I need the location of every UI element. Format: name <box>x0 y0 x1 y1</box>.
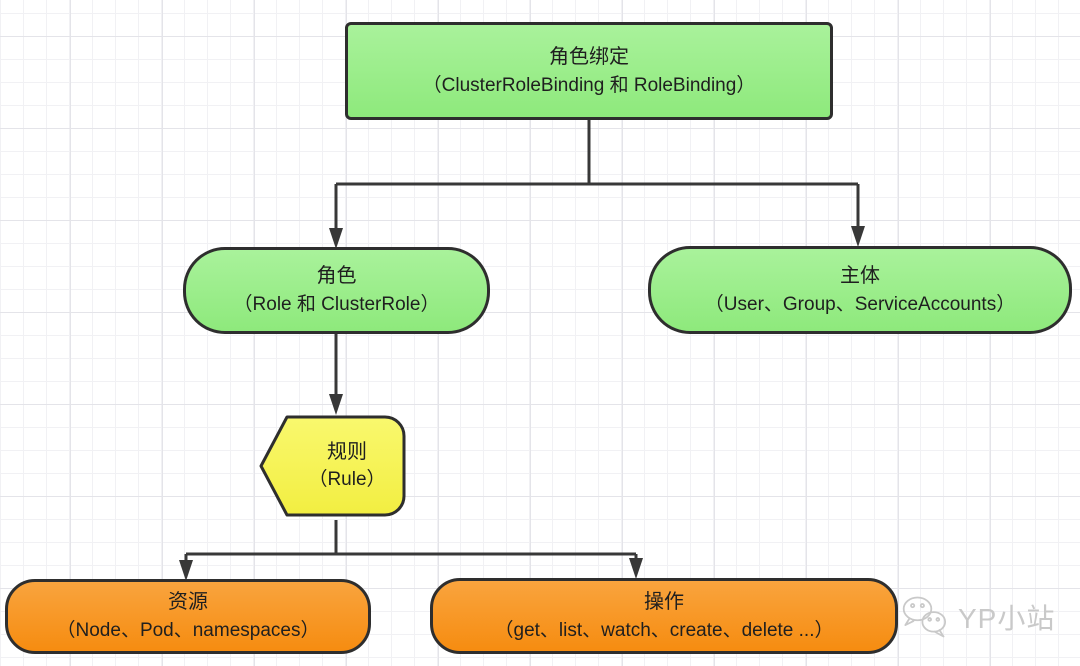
arrowhead-subject <box>851 226 865 247</box>
node-subject: 主体 （User、Group、ServiceAccounts） <box>648 246 1072 334</box>
node-role-binding: 角色绑定 （ClusterRoleBinding 和 RoleBinding） <box>345 22 833 120</box>
arrowhead-role <box>329 228 343 249</box>
node-title: 操作 <box>644 590 684 613</box>
watermark-label: YP小站 <box>958 603 1056 634</box>
arrowheads <box>179 226 865 581</box>
node-role: 角色 （Role 和 ClusterRole） <box>183 247 490 334</box>
node-subtitle: （User、Group、ServiceAccounts） <box>704 293 1016 315</box>
node-resource: 资源 （Node、Pod、namespaces） <box>5 579 371 654</box>
node-title: 角色 <box>316 265 357 287</box>
node-title: 角色绑定 <box>549 45 629 68</box>
rule-pentagon-shape <box>259 415 406 517</box>
arrowhead-resource <box>179 560 193 581</box>
node-rule: 规则 （Rule） <box>257 411 411 521</box>
node-verbs: 操作 （get、list、watch、create、delete ...） <box>430 578 898 654</box>
node-subtitle: （Role 和 ClusterRole） <box>233 294 440 315</box>
arrowhead-verbs <box>629 558 643 579</box>
watermark: YP小站 <box>898 595 1055 639</box>
node-title: 规则 <box>327 441 367 463</box>
node-title: 资源 <box>168 591 208 613</box>
node-subtitle: （Rule） <box>308 469 386 490</box>
node-title: 主体 <box>840 264 880 287</box>
node-subtitle: （Node、Pod、namespaces） <box>56 620 320 641</box>
edge-lines <box>184 120 860 562</box>
arrowhead-rule <box>329 394 343 415</box>
node-subtitle: （get、list、watch、create、delete ...） <box>494 619 834 641</box>
wechat-icon <box>902 596 947 638</box>
node-subtitle: （ClusterRoleBinding 和 RoleBinding） <box>422 74 756 96</box>
